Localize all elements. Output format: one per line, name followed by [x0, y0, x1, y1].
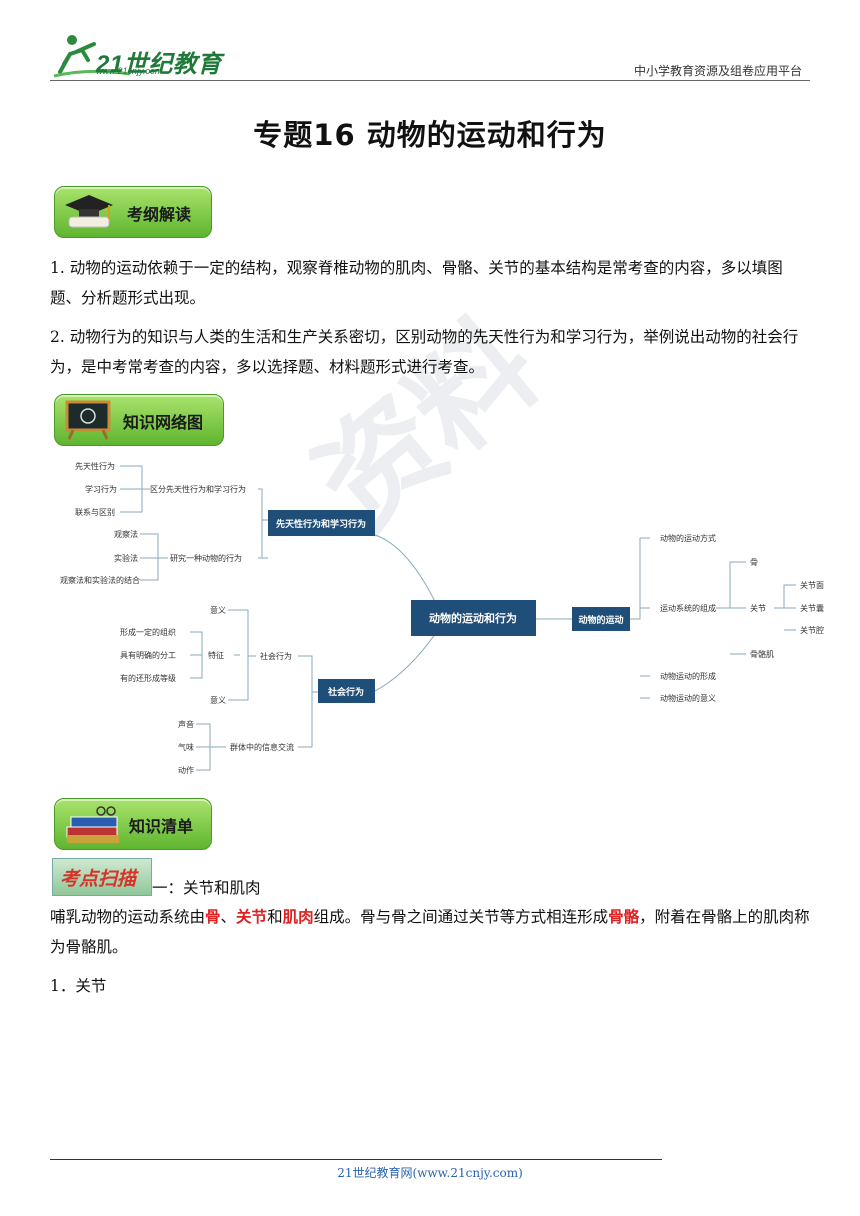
mindmap-box-social: [318, 679, 375, 703]
mindmap-box-social-label: 社会行为: [327, 686, 364, 698]
mindmap-node: 联系与区别: [75, 507, 115, 517]
section-badge-kaogang: 考纲解读: [54, 186, 212, 238]
highlight-joint: 关节: [236, 907, 268, 926]
mindmap-node: 声音: [178, 719, 194, 729]
mindmap-node: 意义: [210, 695, 226, 705]
mindmap-box-innate-label: 先天性行为和学习行为: [276, 518, 366, 530]
site-logo: [53, 35, 131, 78]
text-run: ，附着在骨骼上的肌肉称为骨骼肌。: [50, 908, 810, 956]
knowledge-mindmap: 先天性行为和学习行为 社会行为 动物的运动和行为 动物的运动 先天性行为 学习行…: [60, 461, 824, 775]
mindmap-node: 观察法和实验法的结合: [60, 575, 140, 585]
mindmap-node: 关节腔: [800, 625, 824, 635]
kaodian-badge-bg: [52, 858, 152, 896]
mindmap-center: [411, 600, 536, 636]
section-badge-network: 知识网络图: [54, 394, 224, 446]
mindmap-node: 区分先天性行为和学习行为: [150, 484, 246, 494]
highlight-bone: 骨: [205, 907, 221, 926]
mindmap-box-motion: [572, 607, 630, 631]
mindmap-node: 关节囊: [800, 603, 824, 613]
text-run: 、: [220, 908, 237, 926]
mindmap-node: 研究一种动物的行为: [170, 553, 242, 563]
logo-text: 21世纪教育: [96, 51, 222, 78]
mindmap-node: 群体中的信息交流: [230, 742, 294, 752]
section-label-kaogang: 考纲解读: [127, 205, 192, 224]
mindmap-node: 关节面: [800, 580, 824, 590]
text-run: 和: [267, 908, 283, 926]
graduation-cap-icon: [65, 195, 113, 228]
mindmap-node: 运动系统的组成: [660, 603, 716, 613]
mindmap-node: 意义: [210, 605, 226, 615]
kaogang-paragraph-1: 1. 动物的运动依赖于一定的结构，观察脊椎动物的肌肉、骨骼、关节的基本结构是常考…: [50, 259, 783, 307]
mindmap-node: 气味: [178, 742, 194, 752]
highlight-muscle: 肌肉: [282, 907, 314, 926]
header-divider: [50, 80, 810, 81]
header-platform-text: 中小学教育资源及组卷应用平台: [633, 64, 802, 78]
mindmap-node: 学习行为: [85, 484, 117, 494]
mindmap-node: 特征: [208, 650, 224, 660]
kaogang-paragraph-2: 2. 动物行为的知识与人类的生活和生产关系密切，区别动物的先天性行为和学习行为，…: [50, 328, 799, 376]
mindmap-node: 动物运动的意义: [660, 693, 716, 703]
mindmap-node: 动物的运动方式: [660, 533, 716, 543]
mindmap-node: 先天性行为: [75, 461, 115, 471]
body-paragraph-1: 哺乳动物的运动系统由骨、关节和肌肉组成。骨与骨之间通过关节等方式相连形成骨骼，附…: [50, 902, 810, 962]
footer-text: 21世纪教育网(www.21cnjy.com): [337, 1166, 523, 1180]
text-run: 哺乳动物的运动系统由: [50, 908, 206, 926]
page-title: 专题16 动物的运动和行为: [253, 118, 607, 152]
mindmap-box-motion-label: 动物的运动: [578, 614, 623, 626]
section-label-qingdan: 知识清单: [129, 817, 194, 836]
list-item-joint: 1．关节: [50, 977, 107, 995]
mindmap-center-label: 动物的运动和行为: [429, 611, 517, 625]
kaodian-badge-label: 考点扫描: [60, 868, 137, 890]
footer-divider: [50, 1159, 662, 1160]
mindmap-node: 社会行为: [260, 651, 292, 661]
mindmap-node: 骨: [750, 558, 758, 567]
mindmap-node: 骨骼肌: [750, 649, 774, 659]
mindmap-node: 实验法: [114, 553, 138, 563]
highlight-skeleton: 骨骼: [608, 907, 640, 926]
section-label-network: 知识网络图: [123, 413, 204, 432]
mindmap-node: 形成一定的组织: [120, 627, 176, 637]
mindmap-node: 关节: [750, 603, 766, 613]
blackboard-icon: [65, 400, 111, 440]
books-icon: [66, 806, 119, 843]
logo-url: www.21cnjy.com: [96, 66, 163, 76]
mindmap-node: 有的还形成等级: [120, 673, 176, 683]
section-badge-qingdan: 知识清单: [54, 798, 212, 850]
kaodian-heading: 一：关节和肌肉: [152, 879, 261, 897]
mindmap-node: 动物运动的形成: [660, 671, 716, 681]
mindmap-node: 具有明确的分工: [120, 650, 176, 660]
mindmap-box-innate: [268, 510, 375, 536]
mindmap-node: 动作: [178, 765, 194, 775]
text-run: 组成。骨与骨之间通过关节等方式相连形成: [313, 908, 609, 926]
mindmap-node: 观察法: [114, 529, 138, 539]
